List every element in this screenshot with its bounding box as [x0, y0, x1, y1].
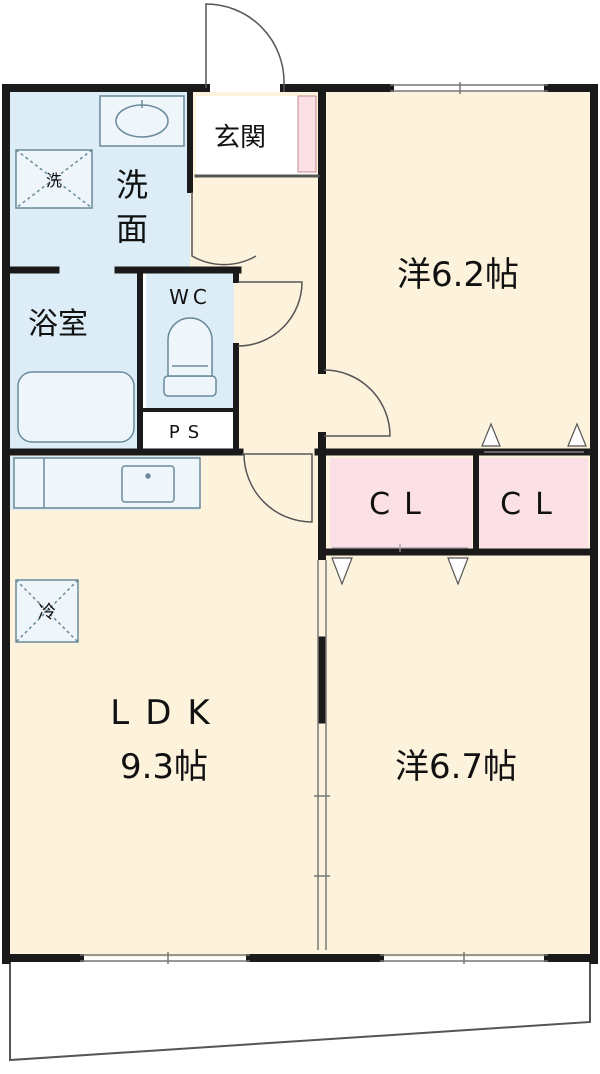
washroom-door — [191, 192, 257, 266]
fixtures — [13, 95, 217, 643]
walls — [2, 84, 598, 964]
bedroom-north-floor — [322, 92, 590, 452]
ldk-name-label: LDK — [110, 693, 225, 733]
ps-floor — [146, 410, 234, 452]
entrance-label: 玄関 — [214, 123, 266, 153]
entrance-floor — [196, 96, 316, 176]
washroom-label-top: 洗 — [116, 166, 148, 204]
shoe-cabinet — [297, 95, 317, 173]
bedroom-south-floor — [322, 552, 590, 957]
balcony — [9, 962, 591, 1062]
bedroom-south-label: 洋6.7帖 — [395, 747, 517, 787]
washer-mark: 洗 — [46, 171, 62, 190]
doors — [191, 3, 391, 523]
ldk-floor — [10, 452, 322, 957]
labels: 玄関 洗 面 洗 浴室 WC PS 洋6.2帖 CL CL LDK 9.3帖 冷… — [28, 123, 566, 787]
bathtub — [17, 371, 135, 443]
bedroom-north-door — [323, 369, 391, 437]
sliding-partition — [314, 560, 330, 950]
bath-label: 浴室 — [28, 307, 88, 342]
toilet-tank — [163, 375, 217, 397]
closet-2-floor — [478, 458, 588, 548]
toilet-door — [237, 281, 303, 347]
bedroom-north-label: 洋6.2帖 — [397, 255, 519, 295]
toilet-label: WC — [169, 285, 211, 309]
fridge-mark: 冷 — [38, 602, 56, 623]
pipe-space-label: PS — [169, 422, 207, 443]
kitchen-sink — [121, 465, 175, 503]
closet-1-label: CL — [369, 487, 435, 522]
washroom-label-bottom: 面 — [116, 210, 148, 248]
windows — [80, 82, 548, 964]
ldk-door — [242, 453, 313, 523]
front-door — [205, 3, 285, 88]
floor-fills — [10, 92, 590, 957]
closet-1-floor — [330, 458, 472, 548]
toilet-bowl — [167, 317, 213, 377]
closet-2-label: CL — [500, 487, 566, 522]
ldk-size-label: 9.3帖 — [120, 747, 208, 787]
closet-door-markers — [331, 422, 587, 586]
